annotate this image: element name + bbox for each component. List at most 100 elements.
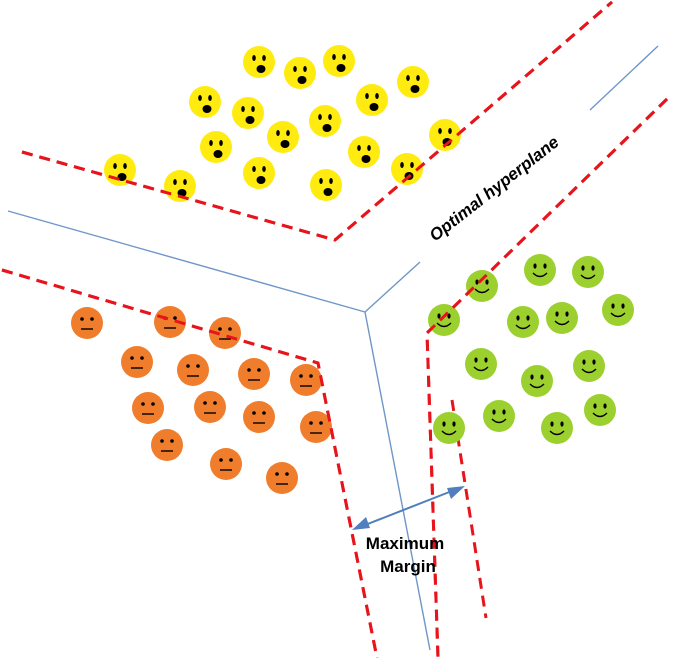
face-orange-5 [238, 358, 270, 390]
face-disc [266, 462, 298, 494]
face-disc [243, 157, 275, 189]
face-orange-0 [71, 307, 103, 339]
face-disc [602, 294, 634, 326]
face-eye [406, 75, 410, 81]
face-mouth [336, 64, 346, 72]
face-eye [328, 114, 332, 120]
face-eye [299, 374, 303, 378]
face-eye [367, 145, 371, 151]
face-eye [447, 313, 451, 319]
hyperplane-left-branch [7, 210, 366, 313]
face-yellow-5 [232, 97, 264, 129]
face-mouth [280, 140, 290, 148]
face-orange-11 [151, 429, 183, 461]
face-eye [241, 106, 245, 112]
face-disc [428, 304, 460, 336]
face-eye [342, 54, 346, 60]
face-disc [243, 401, 275, 433]
face-mouth [491, 418, 507, 424]
face-mouth [441, 430, 457, 436]
face-mouth [554, 320, 570, 326]
face-eye [80, 317, 84, 321]
face-eye [448, 128, 452, 134]
face-green-7 [465, 348, 497, 380]
face-orange-3 [121, 346, 153, 378]
face-mouth [322, 124, 332, 132]
face-eye [492, 409, 496, 415]
face-eye [400, 162, 404, 168]
face-eye [437, 313, 441, 319]
face-eye [286, 130, 290, 136]
face-eye [276, 130, 280, 136]
margin-label-line1: Maximum [366, 534, 444, 553]
face-eye [196, 364, 200, 368]
face-green-1 [524, 254, 556, 286]
face-eye [208, 95, 212, 101]
face-mouth [245, 116, 255, 124]
face-disc [483, 400, 515, 432]
face-eye [516, 315, 520, 321]
face-eye [410, 162, 414, 168]
face-eye [293, 66, 297, 72]
face-mouth [532, 272, 548, 278]
face-green-9 [573, 350, 605, 382]
face-eye [309, 421, 313, 425]
face-mouth [213, 150, 223, 158]
margin-label-line2: Margin [380, 557, 436, 576]
face-eye [262, 55, 266, 61]
face-disc [189, 86, 221, 118]
face-disc [154, 306, 186, 338]
face-eye [484, 357, 488, 363]
face-disc [323, 45, 355, 77]
face-eye [543, 263, 547, 269]
face-yellow-11 [348, 136, 380, 168]
face-eye [582, 359, 586, 365]
face-yellow-2 [323, 45, 355, 77]
face-eye [452, 421, 456, 427]
face-eye [365, 93, 369, 99]
face-green-13 [584, 394, 616, 426]
margin-arrow-shaft [359, 488, 458, 528]
face-disc [200, 131, 232, 163]
face-eye [438, 128, 442, 134]
face-eye [475, 279, 479, 285]
face-orange-2 [209, 317, 241, 349]
face-mouth [529, 383, 545, 389]
face-disc [290, 364, 322, 396]
face-eye [332, 54, 336, 60]
face-mouth [549, 430, 565, 436]
face-eye [218, 327, 222, 331]
face-eye [257, 368, 261, 372]
margin-arrow-head-left [352, 517, 370, 530]
face-disc [121, 346, 153, 378]
face-eye [262, 411, 266, 415]
face-eye [252, 166, 256, 172]
face-orange-10 [300, 411, 332, 443]
face-mouth [361, 155, 371, 163]
face-eye [319, 421, 323, 425]
face-eye [203, 401, 207, 405]
face-eye [213, 401, 217, 405]
face-yellow-7 [309, 105, 341, 137]
face-eye [247, 368, 251, 372]
face-eye [416, 75, 420, 81]
hyperplane-upper-right [589, 45, 659, 111]
margin-yellow-overlay [21, 0, 613, 242]
face-orange-13 [266, 462, 298, 494]
hyperplane-right-branch [364, 261, 421, 313]
face-eye [329, 178, 333, 184]
face-orange-8 [194, 391, 226, 423]
face-mouth [256, 176, 266, 184]
face-eye [251, 106, 255, 112]
face-eye [530, 374, 534, 380]
margin-orange-boundary [1, 268, 379, 658]
face-disc [194, 391, 226, 423]
face-eye [170, 439, 174, 443]
face-disc [348, 136, 380, 168]
face-mouth [581, 368, 597, 374]
face-disc [466, 270, 498, 302]
face-eye [90, 317, 94, 321]
face-orange-6 [290, 364, 322, 396]
face-green-10 [433, 412, 465, 444]
face-disc [71, 307, 103, 339]
